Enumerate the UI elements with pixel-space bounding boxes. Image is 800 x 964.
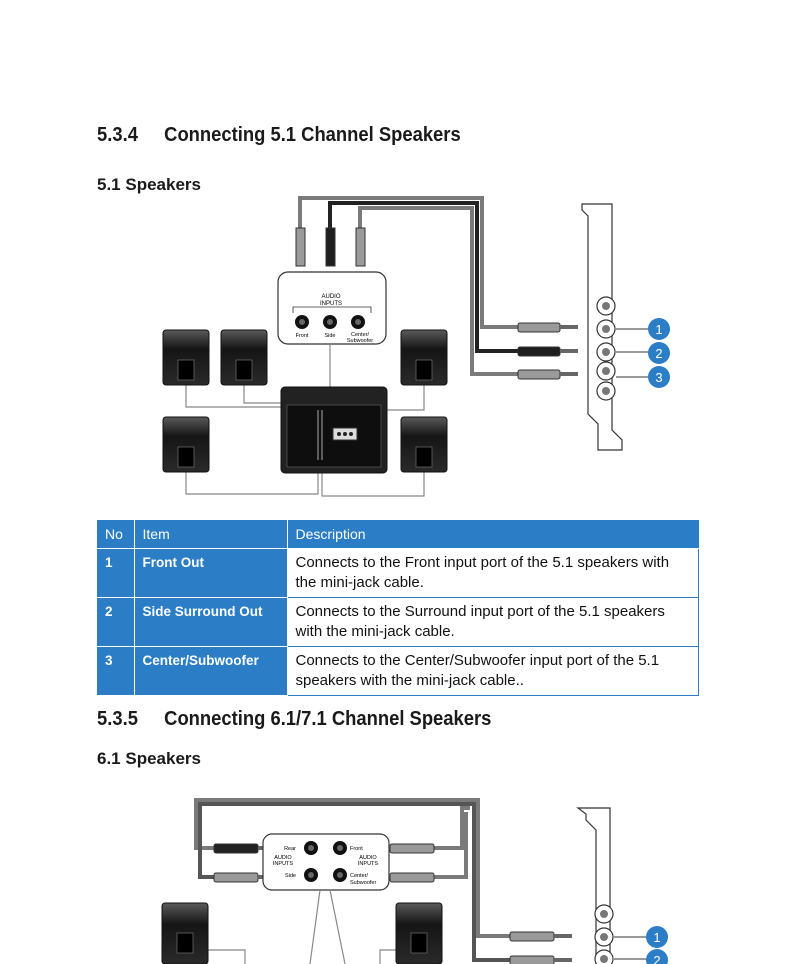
header-description: Description: [287, 520, 699, 549]
label-audio-left: AUDIO: [274, 855, 292, 861]
panel-title-1: AUDIO: [321, 294, 340, 300]
speaker-rear-left: [162, 416, 210, 473]
subsection-heading-6-1: 6.1 Speakers: [97, 749, 201, 768]
row-description: Connects to the Front input port of the …: [286, 548, 699, 598]
speaker-wiring: [205, 889, 420, 964]
header-no: No: [97, 520, 135, 549]
speaker-front-right: [400, 329, 448, 386]
panel-title-2: INPUTS: [320, 301, 342, 307]
header-item: Item: [134, 520, 288, 549]
port-table: No Item Description 1 Front Out Connects…: [97, 520, 699, 696]
row-item: Front Out: [134, 548, 288, 598]
section-heading-5-3-4: 5.3.4 Connecting 5.1 Channel Speakers: [97, 124, 461, 147]
speaker-side-left: [220, 329, 268, 386]
table-row: 1 Front Out Connects to the Front input …: [97, 548, 699, 598]
row-item: Side Surround Out: [134, 597, 288, 647]
label-front: Front: [350, 846, 363, 852]
callout-1: 1: [653, 930, 660, 945]
section-number: 5.3.5: [97, 708, 138, 730]
label-audio-right: AUDIO: [359, 855, 377, 861]
label-inputs-right: INPUTS: [358, 861, 379, 867]
jack-label-subwoofer: Subwoofer: [347, 338, 373, 344]
label-center: Center/: [350, 873, 369, 879]
callout-2: 2: [655, 346, 662, 361]
audio-inputs-panel: Rear AUDIO INPUTS Side Front AUDIO INPUT…: [262, 833, 390, 891]
label-inputs-left: INPUTS: [273, 861, 294, 867]
audio-inputs-panel: AUDIO INPUTS Front Side Center/ Subwoofe…: [277, 271, 387, 345]
section-heading-5-3-5: 5.3.5 Connecting 6.1/7.1 Channel Speakers: [97, 708, 491, 731]
label-side: Side: [285, 873, 296, 879]
jack-label-side: Side: [324, 333, 335, 339]
figure-6-1-speaker-diagram: Rear AUDIO INPUTS Side Front AUDIO INPUT…: [161, 798, 668, 964]
table-row: 3 Center/Subwoofer Connects to the Cente…: [97, 646, 699, 696]
label-rear: Rear: [284, 846, 296, 852]
row-no: 3: [97, 646, 135, 696]
row-item: Center/Subwoofer: [134, 646, 288, 696]
cable-bundle: [194, 798, 520, 962]
jack-label-front: Front: [296, 333, 309, 339]
plug-set-top: [295, 227, 366, 267]
section-number: 5.3.4: [97, 124, 138, 146]
callout-1: 1: [655, 322, 662, 337]
callout-2: 2: [653, 953, 660, 964]
section-title: Connecting 5.1 Channel Speakers: [164, 124, 461, 146]
plug-set-card: [509, 931, 572, 964]
label-subwoofer: Subwoofer: [350, 880, 376, 886]
sound-card-bracket: [576, 807, 614, 964]
subwoofer: [280, 386, 388, 474]
plug-set-card: [517, 322, 578, 380]
speaker-rear-right: [400, 416, 448, 473]
subsection-heading-5-1: 5.1 Speakers: [97, 175, 201, 194]
callouts: 1 2 3: [616, 318, 670, 388]
section-title: Connecting 6.1/7.1 Channel Speakers: [164, 708, 492, 730]
callout-3: 3: [655, 370, 662, 385]
speaker-left: [161, 902, 209, 964]
jack-label-center: Center/: [351, 332, 370, 338]
callouts: 1 2: [614, 926, 668, 964]
cable-bundle: [298, 196, 520, 376]
table-header-row: No Item Description: [97, 520, 699, 549]
row-description: Connects to the Surround input port of t…: [286, 597, 699, 647]
figure-5-1-speaker-diagram: AUDIO INPUTS Front Side Center/ Subwoofe…: [162, 196, 670, 497]
table-row: 2 Side Surround Out Connects to the Surr…: [97, 597, 699, 647]
speaker-right: [395, 902, 443, 964]
speaker-front-left: [162, 329, 210, 386]
row-no: 1: [97, 548, 135, 598]
row-no: 2: [97, 597, 135, 647]
sound-card-bracket: [581, 203, 623, 451]
row-description: Connects to the Center/Subwoofer input p…: [286, 646, 699, 696]
